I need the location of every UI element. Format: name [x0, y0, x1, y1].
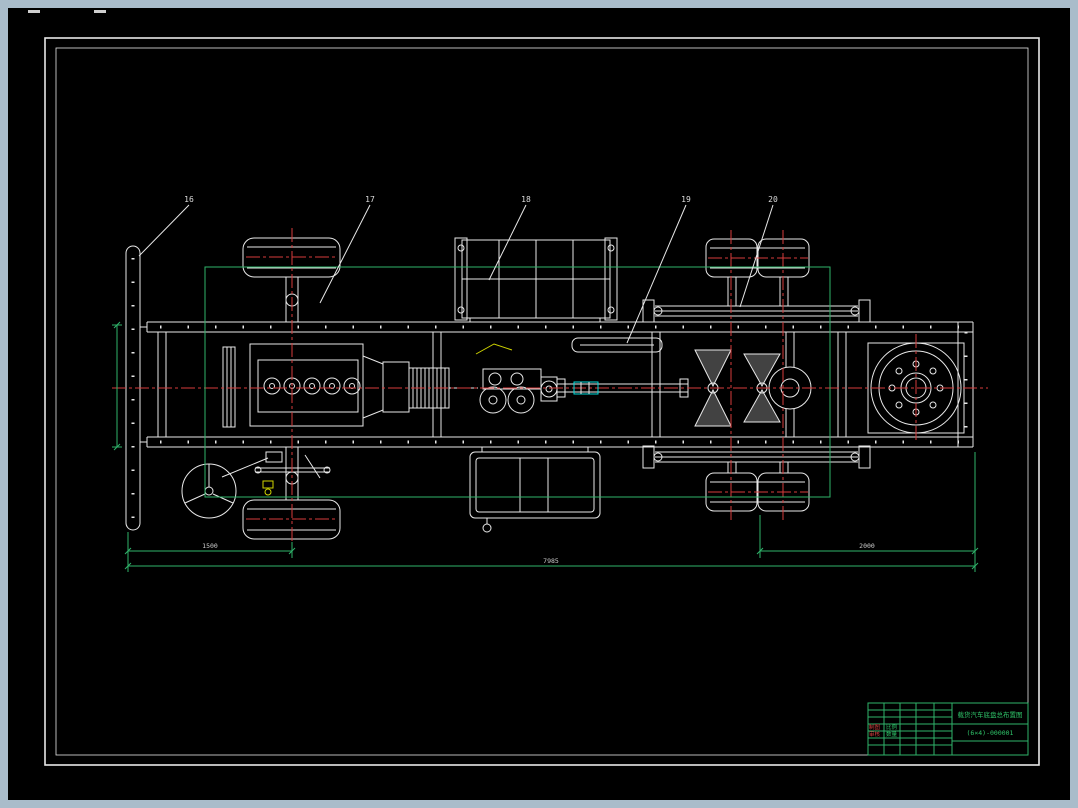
- dim-overall: 7985: [543, 557, 559, 565]
- centerlines: [112, 228, 988, 552]
- title-block: [867, 702, 1029, 756]
- steering-wheel: [181, 451, 283, 519]
- sheet-border: [44, 37, 1040, 766]
- green-annotations: [112, 266, 979, 572]
- axle-spring-seats: [694, 349, 781, 427]
- air-reservoir: [571, 337, 663, 353]
- drawing-title: 载货汽车底盘总布置图: [958, 710, 1023, 719]
- viewport-ticks: [28, 10, 106, 13]
- title-block-row2-red: 审核: [869, 730, 881, 738]
- frame-rails: [146, 321, 973, 448]
- battery-box: [469, 447, 601, 533]
- part-label-18: 18: [521, 195, 531, 204]
- part-label-17: 17: [365, 195, 375, 204]
- fuel-tank: [454, 237, 618, 322]
- selection-box: [204, 266, 831, 498]
- rear-spring-top: [642, 299, 871, 323]
- drawing-number: (6×4)-000001: [967, 729, 1014, 737]
- part-label-texts: 16 17 18 19 20: [184, 195, 778, 204]
- part-label-16: 16: [184, 195, 194, 204]
- radiator: [222, 346, 236, 428]
- linkage-accent: [475, 343, 513, 355]
- transmission: [362, 355, 478, 419]
- model-space-background[interactable]: [8, 8, 1070, 800]
- dim-front: 1500: [202, 542, 218, 550]
- part-label-19: 19: [681, 195, 691, 204]
- dimension-texts: 1500 7985 2000: [202, 542, 875, 565]
- rear-spring-bottom: [642, 445, 871, 469]
- engine-block: [249, 343, 364, 427]
- dim-rear: 2000: [859, 542, 875, 550]
- title-block-row2-green: 数量: [886, 730, 898, 738]
- title-block-texts: 制图 比例 审核 数量 载货汽车底盘总布置图 (6×4)-000001: [869, 710, 1023, 738]
- title-block-row1-green: 比例: [886, 723, 898, 731]
- part-label-20: 20: [768, 195, 778, 204]
- title-block-row1-red: 制图: [869, 723, 881, 731]
- coupling-highlight: [573, 381, 599, 395]
- transfer-case: [479, 368, 558, 414]
- part-labels: [138, 204, 774, 344]
- highlight-details: [262, 343, 599, 496]
